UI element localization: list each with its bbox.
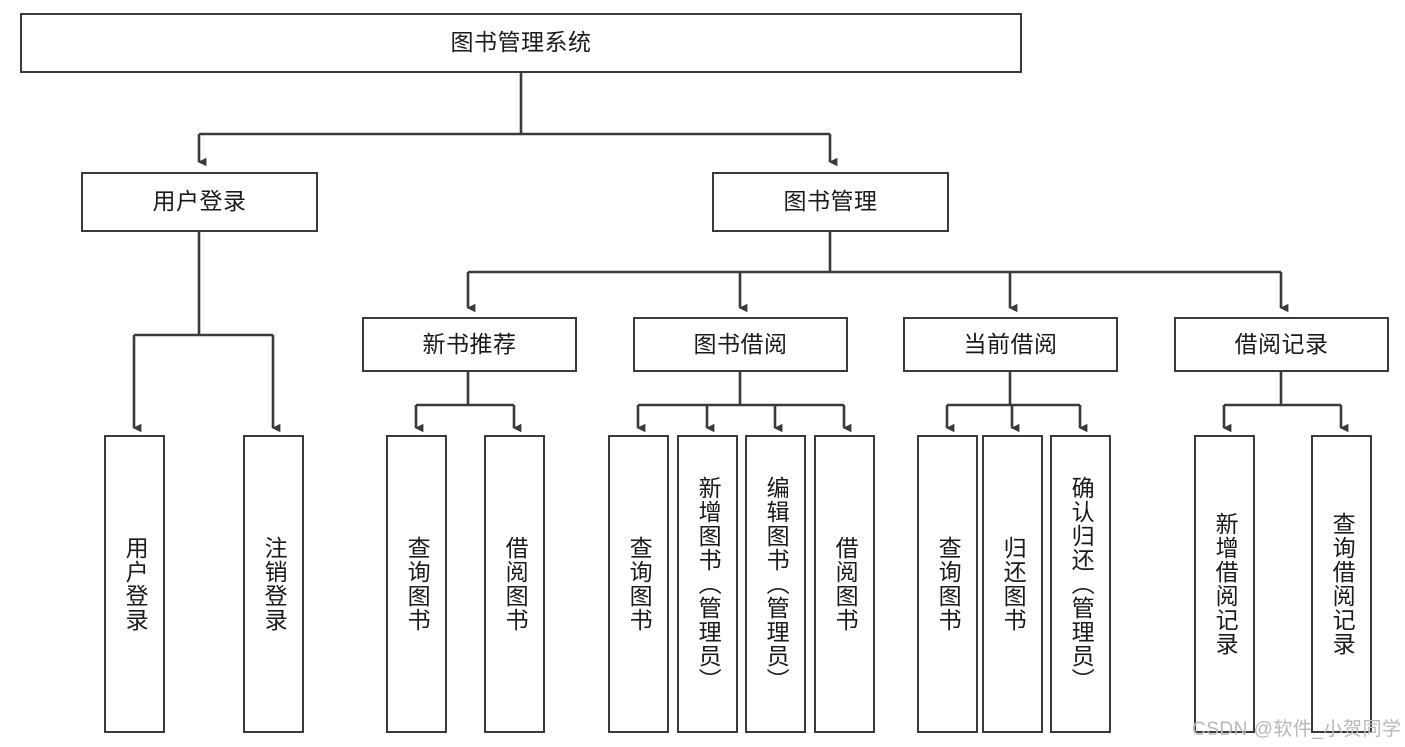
watermark-csdn: CSDN @软件_小贺同学 [1192,719,1402,740]
node-label: 新增借阅记录 [1212,512,1239,656]
node-label: 图书管理系统 [450,29,592,56]
node-label: 借阅图书 [502,536,529,632]
node-label: 查询图书 [935,536,962,632]
node-book-management[interactable]: 图书管理 [712,172,949,232]
node-label: 新增图书（管理员） [695,476,722,692]
node-label: 图书管理 [783,188,878,215]
leaf-return-book[interactable]: 归还图书 [982,435,1043,733]
leaf-add-borrow-record[interactable]: 新增借阅记录 [1194,435,1255,733]
leaf-borrow-book[interactable]: 借阅图书 [814,435,875,733]
leaf-query-book-current[interactable]: 查询图书 [917,435,978,733]
node-new-book-recommend[interactable]: 新书推荐 [362,317,577,372]
leaf-borrow-book-recommend[interactable]: 借阅图书 [484,435,545,733]
node-label: 归还图书 [1000,536,1027,632]
leaf-add-book[interactable]: 新增图书（管理员） [677,435,738,733]
node-label: 编辑图书（管理员） [763,476,790,692]
leaf-confirm-return[interactable]: 确认归还（管理员） [1050,435,1111,733]
node-label: 注销登录 [261,536,288,632]
node-book-borrow[interactable]: 图书借阅 [633,317,848,372]
node-label: 用户登录 [152,188,247,215]
leaf-query-book-recommend[interactable]: 查询图书 [386,435,447,733]
node-label: 当前借阅 [963,330,1058,357]
node-current-borrow[interactable]: 当前借阅 [903,317,1118,372]
node-root-book-management-system[interactable]: 图书管理系统 [20,13,1022,73]
node-label: 查询图书 [626,536,653,632]
node-label: 查询图书 [404,536,431,632]
leaf-edit-book[interactable]: 编辑图书（管理员） [745,435,806,733]
node-label: 借阅图书 [832,536,859,632]
leaf-logout-login[interactable]: 注销登录 [243,435,304,733]
node-label: 图书借阅 [693,330,788,357]
node-label: 用户登录 [122,536,149,632]
node-label: 新书推荐 [422,330,517,357]
node-label: 查询借阅记录 [1329,512,1356,656]
node-label: 确认归还（管理员） [1068,476,1095,692]
node-user-login[interactable]: 用户登录 [81,172,318,232]
leaf-query-book-borrow[interactable]: 查询图书 [608,435,669,733]
leaf-query-borrow-record[interactable]: 查询借阅记录 [1311,435,1372,733]
node-borrow-record[interactable]: 借阅记录 [1174,317,1389,372]
node-label: 借阅记录 [1234,330,1329,357]
leaf-user-login[interactable]: 用户登录 [104,435,165,733]
